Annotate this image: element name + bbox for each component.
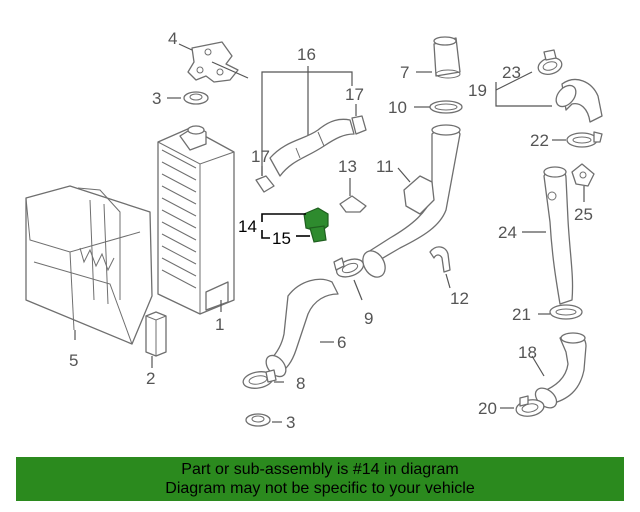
callout-10: 10 [388, 98, 407, 117]
callout-2: 2 [146, 369, 155, 388]
callout-6: 6 [337, 333, 346, 352]
part-16-hose [269, 118, 355, 177]
part-20-clamp [515, 395, 545, 417]
part-3-grommet-bottom [245, 413, 271, 427]
callout-18: 18 [518, 343, 537, 362]
part-10-clamp [429, 100, 463, 114]
part-17-clamp-right [351, 115, 367, 135]
callout-25: 25 [574, 205, 593, 224]
callout-12: 12 [450, 289, 469, 308]
part-24-pipe [543, 166, 574, 305]
callout-15: 15 [272, 229, 291, 248]
part-1-intercooler [157, 125, 235, 315]
callout-16: 16 [297, 45, 316, 64]
callout-21: 21 [512, 305, 531, 324]
part-23-clamp [537, 49, 563, 75]
callout-7: 7 [400, 63, 409, 82]
part-19-hose [555, 79, 603, 123]
callout-14: 14 [238, 217, 257, 236]
callout-24: 24 [498, 223, 517, 242]
disclaimer-banner: Part or sub-assembly is #14 in diagram D… [16, 457, 624, 501]
part-17-clamp-left [255, 175, 275, 193]
part-7-coupler [433, 36, 461, 79]
disclaimer-line-2: Diagram may not be specific to your vehi… [165, 480, 475, 497]
callout-5: 5 [69, 351, 78, 370]
callout-8: 8 [296, 374, 305, 393]
part-21-clamp [549, 304, 583, 320]
part-5-air-duct [25, 185, 153, 345]
part-12-small-hose [429, 246, 451, 273]
callout-3-bottom: 3 [286, 413, 295, 432]
callout-11: 11 [376, 157, 394, 176]
callout-20: 20 [478, 399, 497, 418]
callout-9: 9 [364, 309, 373, 328]
part-25-sensor [571, 163, 595, 187]
disclaimer-line-1: Part or sub-assembly is #14 in diagram [181, 461, 459, 478]
part-18-elbow-hose [534, 332, 587, 409]
part-13-clip [339, 195, 367, 213]
part-11-pipe [362, 124, 461, 278]
part-8-clamp [242, 369, 277, 389]
callout-23: 23 [502, 63, 521, 82]
callout-17-left: 17 [251, 147, 270, 166]
part-2-block [145, 311, 167, 357]
part-14-highlighted [303, 207, 329, 243]
part-6-hose [265, 278, 339, 378]
callout-19: 19 [468, 81, 487, 100]
callout-22: 22 [530, 131, 549, 150]
part-22-clamp [566, 131, 603, 148]
parts-diagram: 1 2 3 3 4 5 6 7 8 9 10 11 12 13 14 15 16… [25, 29, 603, 432]
part-3-grommet-top [183, 91, 209, 105]
callout-3-top: 3 [152, 89, 161, 108]
callout-4: 4 [168, 29, 177, 48]
callout-17-right: 17 [345, 85, 364, 104]
part-9-clamp [333, 257, 365, 278]
callout-13: 13 [338, 157, 357, 176]
callout-1: 1 [215, 315, 224, 334]
